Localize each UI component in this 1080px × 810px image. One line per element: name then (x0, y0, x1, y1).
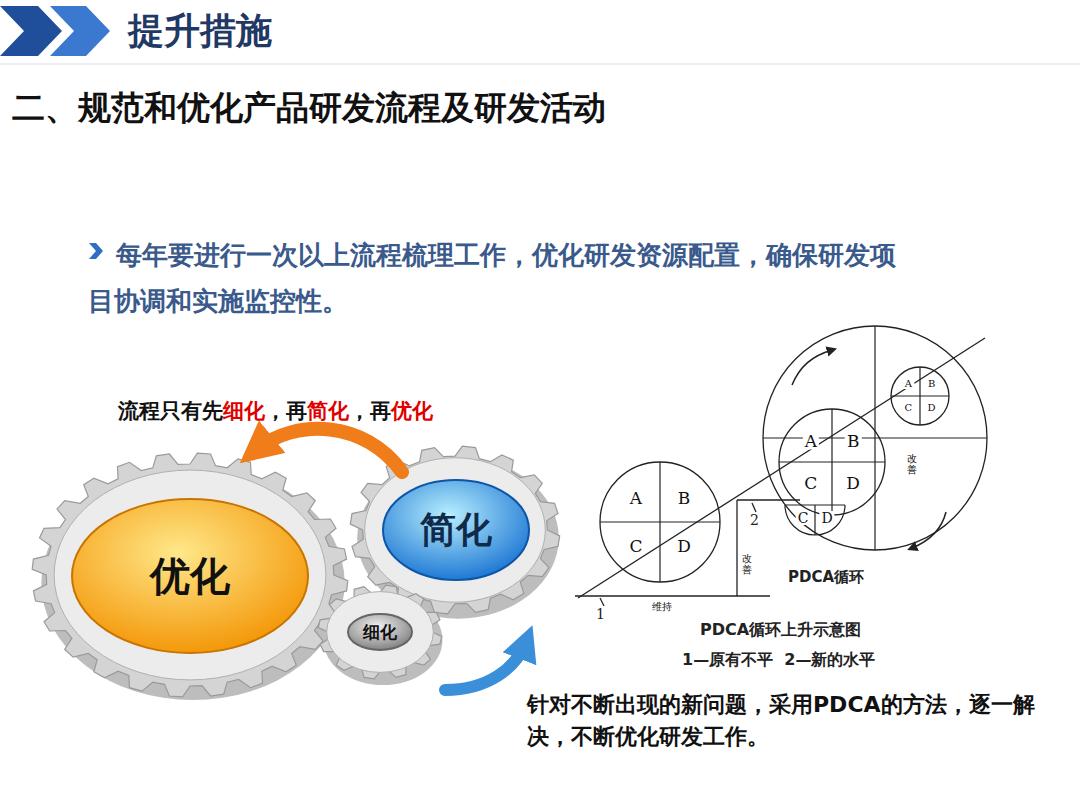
label: 1—原有不平 2—新的水平 (682, 650, 875, 671)
motto-part: ，再 (265, 396, 307, 426)
motto-part: 细化 (223, 396, 265, 426)
quadrant-letter: B (676, 490, 693, 507)
quadrant-letter: B (845, 432, 862, 449)
label: 维持 (652, 600, 672, 614)
gear-group (32, 446, 560, 700)
gear-face: 优化 (70, 497, 310, 655)
gear-face: 简化 (381, 478, 531, 582)
orange-arrow (256, 429, 402, 472)
bullet-chevron (89, 243, 103, 259)
pdca-circle: A B C D (889, 365, 951, 427)
quadrant-letter: D (675, 538, 693, 555)
gear-hub (348, 614, 412, 650)
gear-hub (72, 499, 308, 653)
quadrant-letter: 改善 (905, 453, 919, 475)
header-chevron (0, 6, 62, 56)
gear-face: 细化 (346, 612, 414, 652)
quadrant-letter: C (796, 511, 811, 525)
cycle-arrow (912, 512, 946, 548)
header-chevron (50, 6, 110, 56)
gear-ring (365, 458, 546, 602)
quadrant-line (600, 521, 720, 522)
gear (32, 453, 348, 697)
gear-hub (383, 480, 529, 580)
gear-label: 优化 (150, 549, 230, 604)
quadrant-line (785, 504, 845, 505)
pdca-circle: A B C D (598, 460, 722, 584)
quadrant-letter: C (627, 538, 644, 555)
quadrant-letter: A (903, 379, 914, 389)
gear-ring (54, 470, 326, 680)
label: 改善 (742, 553, 752, 575)
gear (318, 585, 441, 679)
quadrant-letter: D (926, 403, 938, 413)
blue-arrow (445, 642, 526, 690)
quadrant-letter: B (926, 379, 937, 389)
circle-outline (891, 367, 949, 425)
slide-title: 提升措施 (128, 8, 272, 54)
circle-outline (763, 326, 987, 550)
quadrant-letter: D (844, 475, 862, 492)
node-outline (889, 365, 951, 427)
quadrant-line (891, 395, 949, 396)
quadrant-line (763, 437, 987, 438)
label: 二、规范和优化产品研发流程及研发活动 (12, 86, 606, 130)
node-outline (777, 407, 887, 517)
cycle-arrow (792, 350, 832, 385)
label: PDCA循环上升示意图 (700, 620, 861, 641)
pdca-circle: A B C D (777, 407, 887, 517)
quadrant-letter: C (802, 475, 819, 492)
circle-arc (785, 505, 845, 535)
motto-row: 流程只有先细化，再简化，再优化 (118, 396, 433, 426)
label: 1 (596, 606, 605, 622)
gear-label: 细化 (363, 621, 397, 644)
motto-part: 优化 (391, 396, 433, 426)
pdca-circle: CD (783, 473, 847, 537)
quadrant-letter: A (628, 490, 644, 507)
motto-part: ，再 (349, 396, 391, 426)
header-rule (0, 64, 1080, 65)
motto-part: 流程只有先 (118, 396, 223, 426)
quadrant-letter: A (803, 432, 819, 449)
gear-label: 简化 (420, 506, 492, 555)
pdca-circle: 改善ABCDABCDCD (761, 324, 989, 552)
gear-ring (327, 592, 434, 673)
label: 2 (750, 512, 759, 528)
gear (350, 446, 559, 614)
bullet-text: 每年要进行一次以上流程梳理工作，优化研发资源配置，确保研发项目协调和实施监控性。 (88, 232, 918, 324)
quadrant-letter: D (819, 511, 834, 525)
note-text: 针对不断出现的新问题，采用PDCA的方法，逐一解决，不断优化研发工作。 (527, 689, 1057, 753)
motto-part: 简化 (307, 396, 349, 426)
quadrant-line (779, 461, 885, 462)
circle-outline (600, 462, 720, 582)
quadrant-letter: C (903, 403, 915, 413)
label: PDCA循环 (788, 568, 864, 587)
circle-outline (779, 409, 885, 515)
node-outline (783, 473, 847, 537)
quadrant-line (814, 505, 815, 535)
node-outline (598, 460, 722, 584)
